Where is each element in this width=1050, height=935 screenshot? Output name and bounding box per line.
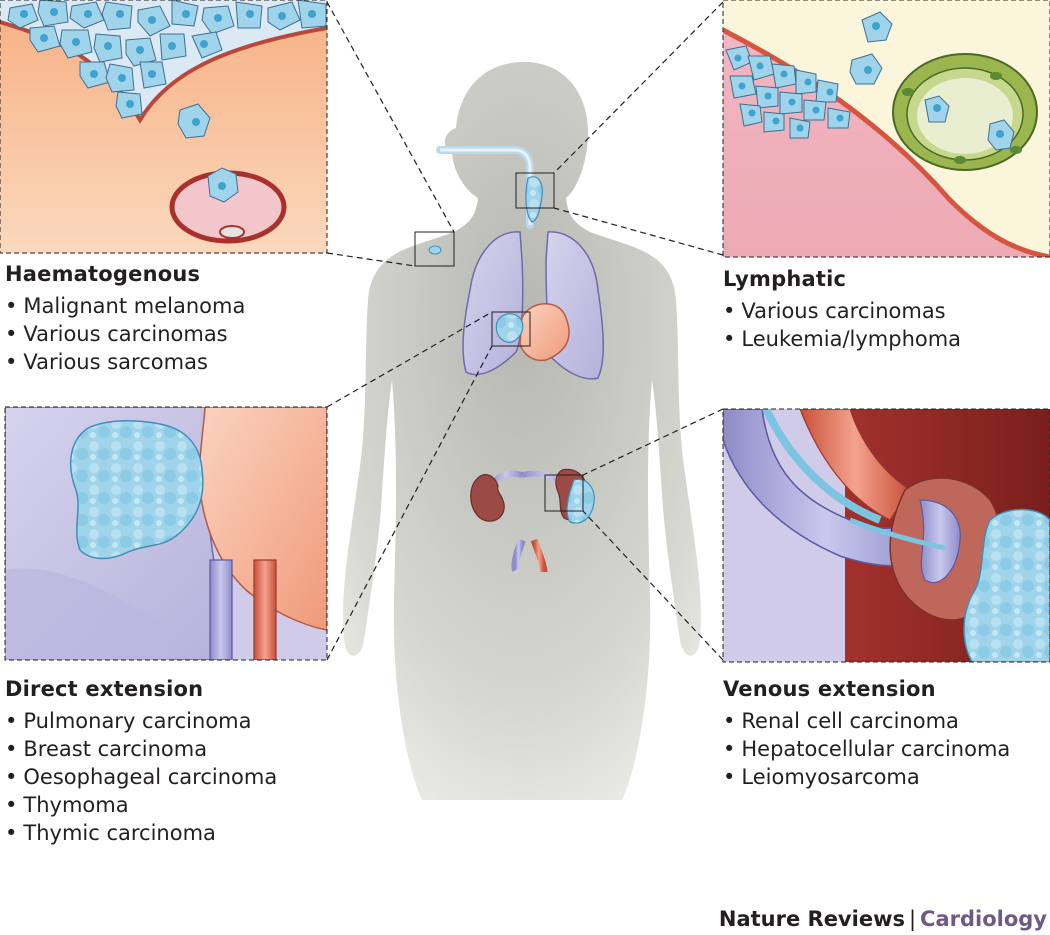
list-item: Pulmonary carcinoma — [5, 707, 277, 735]
caption-list: Pulmonary carcinoma Breast carcinoma Oes… — [5, 707, 277, 847]
list-item: Various sarcomas — [5, 348, 245, 376]
list-item: Oesophageal carcinoma — [5, 763, 277, 791]
caption-haematogenous: Haematogenous Malignant melanoma Various… — [5, 262, 245, 376]
panel-lymphatic — [723, 0, 1050, 257]
lymphatic-vessel — [892, 53, 1038, 171]
caption-direct-extension: Direct extension Pulmonary carcinoma Bre… — [5, 677, 277, 847]
caption-title: Haematogenous — [5, 262, 201, 286]
journal-name: Nature Reviews — [718, 907, 905, 931]
list-item: Thymoma — [5, 791, 277, 819]
caption-lymphatic: Lymphatic Various carcinomas Leukemia/ly… — [723, 267, 961, 353]
list-item: Thymic carcinoma — [5, 819, 277, 847]
blood-vessel-cross-section — [169, 170, 287, 244]
callout-box-venous — [544, 474, 584, 512]
list-item: Malignant melanoma — [5, 292, 245, 320]
connector-lines — [326, 1, 724, 661]
kidney-tumour — [566, 478, 595, 524]
list-item: Breast carcinoma — [5, 735, 277, 763]
panel-venous-extension — [723, 409, 1050, 662]
vessel-vein — [209, 559, 233, 660]
caption-title: Venous extension — [723, 677, 936, 701]
caption-list: Renal cell carcinoma Hepatocellular carc… — [723, 707, 1010, 791]
artery-section — [799, 409, 911, 521]
list-item: Renal cell carcinoma — [723, 707, 1010, 735]
list-item: Various carcinomas — [5, 320, 245, 348]
tumour-cell-cluster — [7, 0, 327, 119]
heart — [519, 303, 570, 362]
journal-section: Cardiology — [920, 907, 1047, 931]
panel-direct-extension — [5, 407, 327, 660]
direct-extension-tumour — [69, 419, 204, 560]
caption-title: Lymphatic — [723, 267, 847, 291]
panel-haematogenous — [0, 0, 327, 253]
credit-separator: | — [908, 907, 917, 931]
callout-box-lymphatic — [515, 172, 555, 209]
lung-tumour — [495, 313, 524, 343]
callout-box-haematogenous — [414, 231, 455, 267]
anatomy-organs — [428, 146, 604, 573]
list-item: Leukemia/lymphoma — [723, 325, 961, 353]
callout-box-direct — [491, 311, 531, 347]
list-item: Various carcinomas — [723, 297, 961, 325]
list-item: Hepatocellular carcinoma — [723, 735, 1010, 763]
caption-list: Various carcinomas Leukemia/lymphoma — [723, 297, 961, 353]
lymph-tumour — [525, 176, 543, 223]
skin-tumour-cell — [428, 245, 442, 255]
journal-credit: Nature Reviews|Cardiology — [719, 907, 1047, 931]
callout-boxes — [414, 172, 584, 512]
vessel-artery — [253, 559, 277, 660]
caption-list: Malignant melanoma Various carcinomas Va… — [5, 292, 245, 376]
left-kidney — [470, 474, 505, 522]
caption-title: Direct extension — [5, 677, 204, 701]
heart-section — [198, 407, 327, 631]
venous-extension-tumour — [963, 508, 1050, 662]
caption-venous-extension: Venous extension Renal cell carcinoma He… — [723, 677, 1010, 791]
list-item: Leiomyosarcoma — [723, 763, 1010, 791]
